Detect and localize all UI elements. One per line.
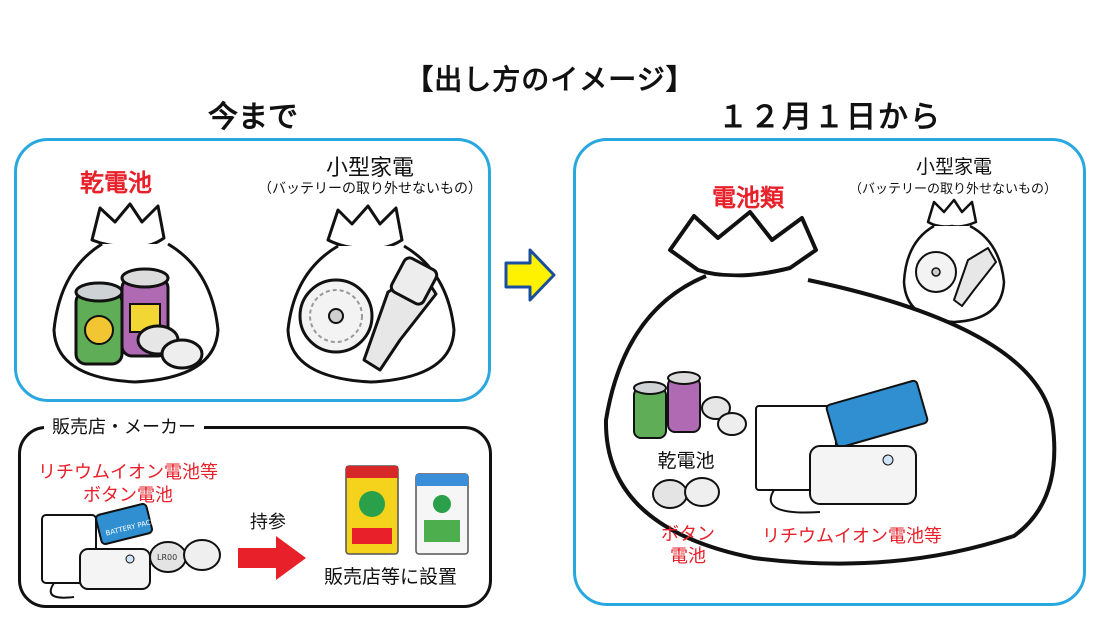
bring-arrow-icon — [238, 536, 306, 580]
before-dry-battery-label: 乾電池 — [80, 169, 152, 197]
after-heading: １２月１日から — [718, 100, 942, 135]
after-dry-battery-label: 乾電池 — [657, 450, 715, 472]
before-small-appliance-note: （バッテリーの取り外せないもの） — [258, 181, 482, 197]
store-lithium-label: リチウムイオン電池等 — [38, 462, 218, 483]
lithium-battery-icon: BATTERY PACK LR00 — [41, 503, 221, 599]
after-battery-types-label: 電池類 — [712, 184, 784, 212]
after-small-appliance-label: 小型家電 — [915, 156, 992, 178]
store-title: 販売店・メーカー — [44, 413, 204, 439]
after-panel — [573, 138, 1086, 606]
after-button-battery-line1: ボタン — [661, 524, 715, 545]
store-box — [18, 426, 492, 608]
page-title: 【出し方のイメージ】 — [405, 63, 695, 96]
bring-label: 持参 — [250, 512, 286, 533]
before-heading: 今まで — [208, 100, 298, 135]
next-arrow-icon — [504, 248, 556, 302]
before-small-appliance-label: 小型家電 — [325, 156, 414, 181]
store-coin-text: LR00 — [157, 553, 177, 562]
after-button-battery-line2: 電池 — [670, 546, 706, 567]
after-small-appliance-bag-icon — [902, 198, 1006, 324]
before-panel — [14, 138, 491, 402]
store-button-battery-label: ボタン電池 — [83, 485, 173, 506]
collection-box-icon — [345, 465, 469, 555]
placed-label: 販売店等に設置 — [324, 566, 458, 588]
dry-battery-bag-icon — [52, 202, 220, 384]
small-appliance-bag-icon — [286, 204, 456, 384]
after-small-appliance-note: （バッテリーの取り外せないもの） — [848, 182, 1057, 197]
battery-types-bag-icon — [603, 210, 1057, 566]
after-lithium-label: リチウムイオン電池等 — [762, 526, 942, 547]
